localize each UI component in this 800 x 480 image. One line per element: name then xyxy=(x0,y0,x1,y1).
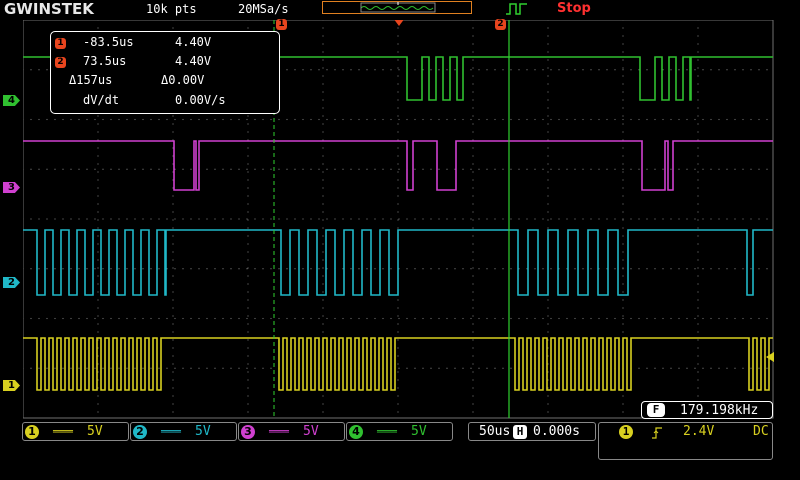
cursor-2-volt: 4.40V xyxy=(175,54,212,68)
ch1-setting[interactable]: 1 ═══ 5V xyxy=(22,422,129,441)
slope-value: 0.00V/s xyxy=(175,93,226,107)
horizontal-position-icon: H xyxy=(513,425,527,439)
time-div: 50us xyxy=(479,424,511,439)
ch2-volts-div: 5V xyxy=(195,424,211,439)
record-length: 10k pts xyxy=(146,2,197,16)
sample-rate: 20MSa/s xyxy=(238,2,289,16)
timebase-setting[interactable]: 50us H 0.000s xyxy=(468,422,596,441)
trigger-setting[interactable]: 1 2.4V DC xyxy=(598,422,773,460)
ch4-coupling-dc-icon: ═══ xyxy=(377,425,397,438)
cursor-2-time: 73.5us xyxy=(83,54,127,68)
memory-overview-bar[interactable] xyxy=(322,1,472,14)
ch1-icon: 1 xyxy=(25,425,39,439)
ch2-ground-marker[interactable]: 2 xyxy=(3,277,20,288)
frequency-icon: F xyxy=(647,403,665,417)
frequency-counter: F 179.198kHz xyxy=(641,401,773,419)
frequency-value: 179.198kHz xyxy=(680,403,759,418)
ch1-volts-div: 5V xyxy=(87,424,103,439)
ch3-icon: 3 xyxy=(241,425,255,439)
rising-edge-icon xyxy=(652,427,662,439)
ch4-ground-marker[interactable]: 4 xyxy=(3,95,20,106)
cursor-2-readout-badge: 2 xyxy=(55,57,66,68)
ch1-trace xyxy=(23,337,773,391)
cursor-1-readout-badge: 1 xyxy=(55,38,66,49)
ch1-coupling-dc-icon: ═══ xyxy=(53,425,73,438)
ch3-volts-div: 5V xyxy=(303,424,319,439)
trigger-level-marker[interactable] xyxy=(766,352,774,362)
cursor-2-badge[interactable]: 2 xyxy=(495,19,506,30)
ch4-volts-div: 5V xyxy=(411,424,427,439)
run-stop-status[interactable]: Stop xyxy=(557,1,591,16)
ch4-trace xyxy=(23,56,773,101)
cursor-1-time: -83.5us xyxy=(83,35,134,49)
ch3-setting[interactable]: 3 ═══ 5V xyxy=(238,422,345,441)
trigger-coupling: DC xyxy=(753,424,769,439)
ch4-icon: 4 xyxy=(349,425,363,439)
ch2-trace xyxy=(23,229,773,296)
trigger-source-icon: 1 xyxy=(619,425,633,439)
cursor-1-badge[interactable]: 1 xyxy=(276,19,287,30)
ch2-icon: 2 xyxy=(133,425,147,439)
trigger-level: 2.4V xyxy=(683,424,715,439)
cursor-1-volt: 4.40V xyxy=(175,35,212,49)
delta-time: Δ157us xyxy=(69,73,113,87)
ch2-coupling-dc-icon: ═══ xyxy=(161,425,181,438)
ch3-ground-marker[interactable]: 3 xyxy=(3,182,20,193)
horizontal-delay: 0.000s xyxy=(533,424,580,439)
ch3-trace xyxy=(23,140,773,191)
memory-waveform-icon xyxy=(360,2,436,13)
ch4-setting[interactable]: 4 ═══ 5V xyxy=(346,422,453,441)
slope-label: dV/dt xyxy=(83,93,120,107)
trigger-position-marker xyxy=(394,20,404,26)
trigger-status-icon xyxy=(506,3,527,15)
ch3-coupling-dc-icon: ═══ xyxy=(269,425,289,438)
cursor-readout-panel: 1 -83.5us 4.40V 2 73.5us 4.40V Δ157us Δ0… xyxy=(50,31,280,114)
top-status-bar: GWINSTEK 10k pts 20MSa/s Stop xyxy=(0,0,800,18)
ch2-setting[interactable]: 2 ═══ 5V xyxy=(130,422,237,441)
ch1-ground-marker[interactable]: 1 xyxy=(3,380,20,391)
brand-logo: GWINSTEK xyxy=(4,0,94,18)
delta-volt: Δ0.00V xyxy=(161,73,205,87)
